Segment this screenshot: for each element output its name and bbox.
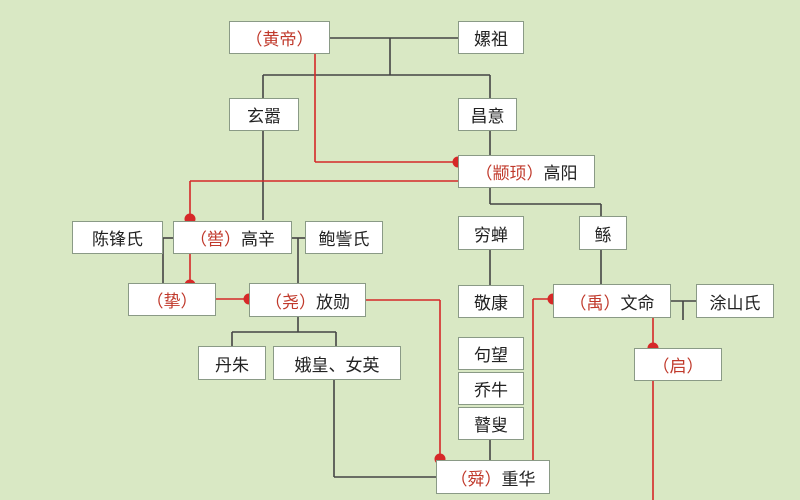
node-huangdi-title: （黄帝） (245, 30, 314, 50)
node-juwang-name: 句望 (474, 346, 508, 366)
node-yao: （尧）放勋 (249, 283, 366, 317)
node-shun-name: 重华 (501, 469, 536, 490)
node-danzhu: 丹朱 (198, 346, 266, 380)
node-tushan: 涂山氏 (696, 284, 774, 318)
node-yao-name: 放勋 (316, 292, 350, 313)
node-gusou-name: 瞽叟 (474, 416, 508, 436)
kinship-lines (162, 37, 696, 478)
node-chenfeng: 陈锋氏 (72, 221, 163, 254)
node-jingkang: 敬康 (458, 285, 524, 318)
node-ehuang: 娥皇、女英 (273, 346, 401, 380)
node-ku: （喾）高辛 (173, 221, 292, 254)
node-qiaoniu: 乔牛 (458, 372, 524, 405)
node-yu-name: 文命 (620, 293, 655, 314)
node-qi-title: （启） (652, 357, 704, 377)
node-jingkang-name: 敬康 (474, 294, 508, 314)
node-qiaoniu-name: 乔牛 (474, 381, 508, 401)
node-tushan-name: 涂山氏 (709, 293, 761, 314)
node-zhi: （挚） (128, 283, 216, 316)
node-zhuanxu-name: 高阳 (543, 164, 578, 184)
node-shun-title: （舜） (450, 469, 502, 490)
node-changyi: 昌意 (458, 98, 517, 131)
succession-lines (189, 54, 654, 500)
node-xuanxiao-name: 玄嚣 (247, 107, 281, 127)
node-chenfeng-name: 陈锋氏 (92, 230, 143, 250)
node-zhuanxu: （颛顼）高阳 (458, 155, 595, 188)
node-leizu-name: 嫘祖 (474, 30, 508, 50)
node-zhuanxu-title: （颛顼） (475, 164, 544, 184)
node-xuanxiao: 玄嚣 (229, 98, 299, 131)
node-ku-name: 高辛 (241, 230, 275, 250)
node-qi: （启） (634, 348, 722, 381)
node-yu: （禹）文命 (553, 284, 671, 318)
node-gun-name: 鲧 (594, 225, 612, 246)
node-gusou: 瞽叟 (458, 407, 524, 440)
node-zhi-title: （挚） (146, 292, 198, 312)
node-yao-title: （尧） (265, 292, 316, 313)
node-yu-title: （禹） (569, 293, 621, 314)
node-huangdi: （黄帝） (229, 21, 330, 54)
node-gun: 鲧 (579, 216, 627, 250)
node-qiongchan: 穷蝉 (458, 216, 524, 250)
node-zouzi-name: 鲍訾氏 (318, 230, 370, 250)
node-leizu: 嫘祖 (458, 21, 524, 54)
node-shun: （舜）重华 (436, 460, 550, 494)
node-changyi-name: 昌意 (470, 107, 505, 127)
node-ku-title: （喾） (190, 230, 241, 250)
node-juwang: 句望 (458, 337, 524, 370)
node-danzhu-name: 丹朱 (215, 355, 249, 376)
node-ehuang-name: 娥皇、女英 (294, 355, 380, 376)
node-zouzi: 鲍訾氏 (305, 221, 383, 254)
node-qiongchan-name: 穷蝉 (474, 225, 508, 246)
